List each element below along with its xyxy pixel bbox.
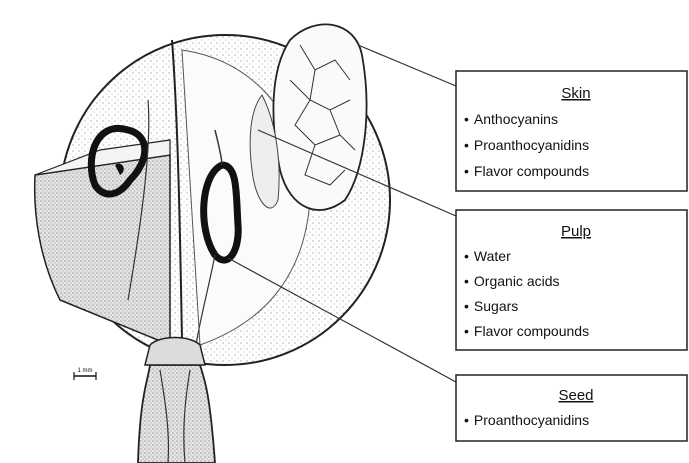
callout-skin-title: Skin (561, 85, 590, 102)
callout-seed-box (456, 375, 687, 441)
callout-seed: Seed • Proanthocyanidins (456, 375, 687, 441)
callout-pulp-title: Pulp (561, 223, 591, 240)
callout-pulp-item: Organic acids (474, 273, 560, 289)
callout-pulp-item: Sugars (474, 298, 518, 314)
callout-skin-item: Flavor compounds (474, 163, 589, 179)
pedicel-cushion (145, 338, 205, 366)
callout-pulp-item: Water (474, 248, 511, 264)
svg-text:•Flavor compounds: • Flavor compounds (464, 163, 589, 179)
callout-seed-item: Proanthocyanidins (474, 412, 589, 428)
svg-text:•Proanthocyanidins: • Proanthocyanidins (464, 137, 589, 153)
callout-skin-item: Proanthocyanidins (474, 137, 589, 153)
svg-text:•Proanthocyanidins: • Proanthocyanidins (464, 412, 589, 428)
cut-flesh-block (35, 155, 170, 345)
bullet: • (464, 163, 469, 179)
callout-pulp: Pulp • Water • Organic acids • Sugars • Flav… (456, 210, 687, 350)
svg-text:•Flavor compounds: • Flavor compounds (464, 323, 589, 339)
bullet: • (464, 111, 469, 127)
berry-illustration (35, 24, 390, 463)
stem (138, 365, 215, 463)
bullet: • (464, 323, 469, 339)
scale-bar-label: 1 mm (78, 368, 93, 374)
callout-skin: Skin • Anthocyanins • Proanthocyanidins • F… (456, 71, 687, 191)
peeled-skin (273, 24, 366, 210)
callout-skin-item: Anthocyanins (474, 111, 558, 127)
bullet: • (464, 298, 469, 314)
bullet: • (464, 137, 469, 153)
bullet: • (464, 412, 469, 428)
skin-leader-line (358, 45, 456, 86)
callout-seed-title: Seed (558, 387, 593, 404)
svg-text:•Organic acids: • Organic acids (464, 273, 560, 289)
callout-pulp-item: Flavor compounds (474, 323, 589, 339)
bullet: • (464, 273, 469, 289)
svg-text:•Anthocyanins: • Anthocyanins (464, 111, 558, 127)
scale-bar: 1 mm (74, 368, 96, 380)
bullet: • (464, 248, 469, 264)
